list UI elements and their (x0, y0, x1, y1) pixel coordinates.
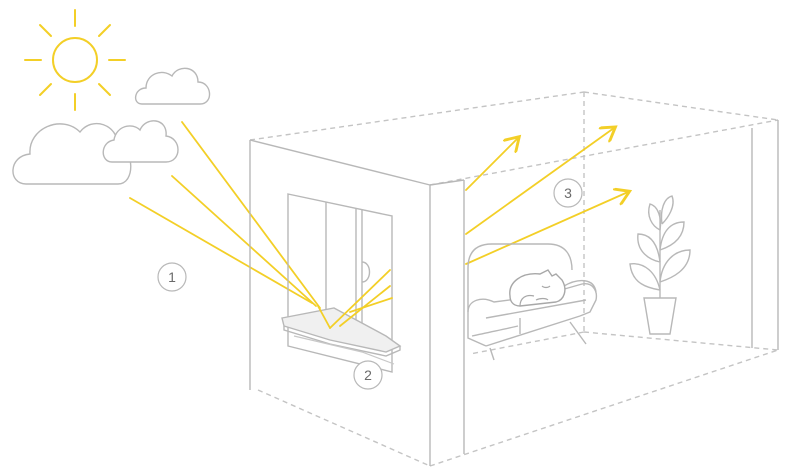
label-badge-3: 3 (553, 178, 583, 208)
plant-icon (629, 195, 691, 335)
interior-rays (465, 128, 628, 265)
label-1-text: 1 (168, 269, 176, 285)
cloud-icon (135, 67, 211, 105)
cloud-icon (102, 120, 179, 163)
label-badge-2: 2 (353, 360, 383, 390)
room-box (249, 91, 779, 467)
light-shelf (281, 307, 402, 365)
label-2-text: 2 (364, 367, 372, 383)
cat-icon (509, 269, 566, 307)
label-3-text: 3 (564, 185, 572, 201)
reflected-rays (317, 269, 393, 329)
label-badge-1: 1 (157, 262, 187, 292)
incoming-rays (129, 121, 321, 309)
sofa-icon (467, 243, 598, 361)
sun-icon (24, 9, 126, 111)
